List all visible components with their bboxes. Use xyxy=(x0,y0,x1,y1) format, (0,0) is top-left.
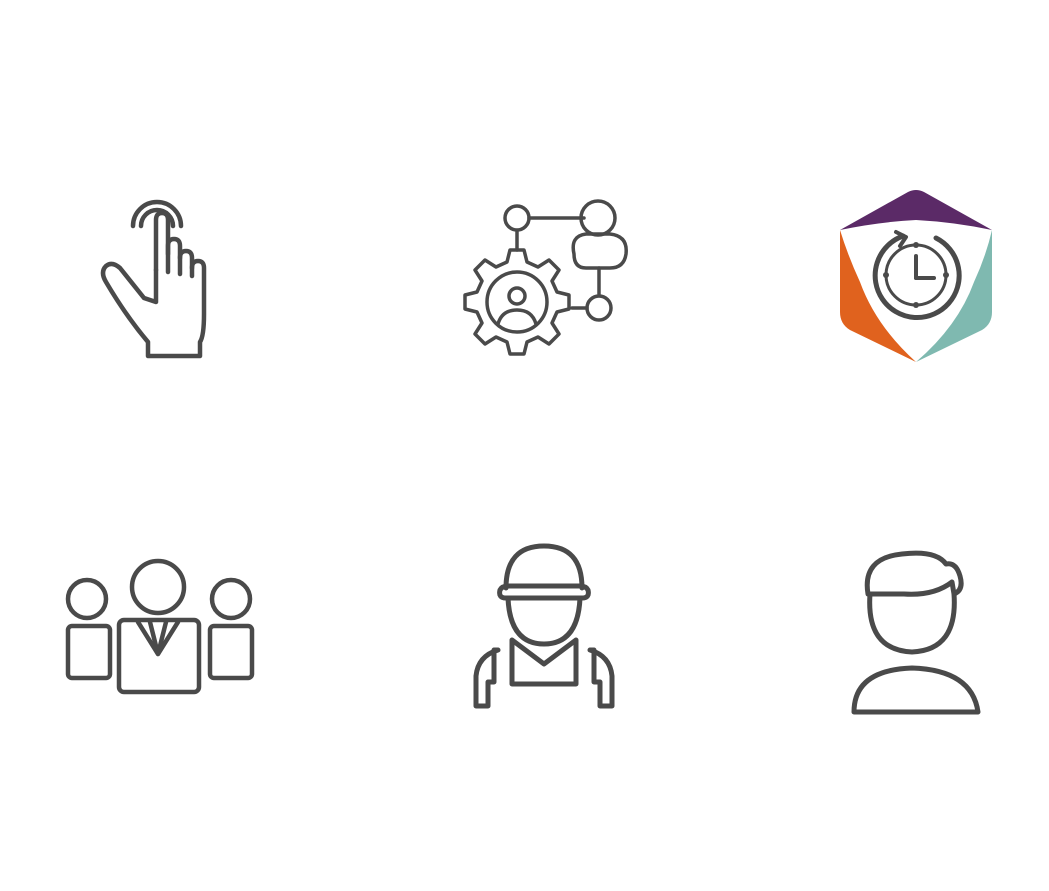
team-group-icon xyxy=(65,558,255,695)
worker-hardhat-icon xyxy=(473,543,615,709)
shield-clock-badge-icon xyxy=(840,190,992,362)
tap-hand-icon xyxy=(100,199,207,359)
user-profile-icon xyxy=(851,550,981,715)
gear-network-user-icon xyxy=(463,199,628,356)
